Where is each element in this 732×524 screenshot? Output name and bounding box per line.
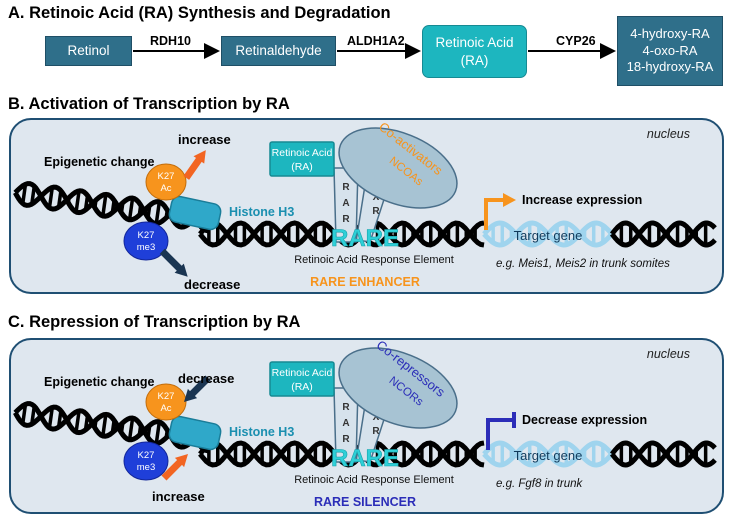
retinoic-acid-abbrev: (RA) [291, 381, 313, 393]
bent-arrow-icon [484, 198, 505, 230]
me3-change-label: decrease [184, 277, 240, 292]
k27ac-mark [145, 383, 187, 421]
rare-label: RARE [331, 445, 399, 472]
dna-helix-right [609, 220, 717, 248]
gene-example-label: e.g. Fgf8 in trunk [496, 478, 584, 490]
blunt-arrow-icon [486, 418, 512, 450]
section-c-title: C. Repression of Transcription by RA [8, 313, 301, 331]
decrease-arrow-icon [159, 248, 188, 277]
rare-caption: Retinoic Acid Response Element [294, 474, 454, 486]
rdh10-label: RDH10 [150, 34, 191, 48]
section-a-title: A. Retinoic Acid (RA) Synthesis and Degr… [8, 4, 391, 22]
target-gene-label: Target gene [514, 448, 583, 463]
histone-h3-cylinder [168, 415, 222, 451]
retinol-box: Retinol [45, 36, 132, 66]
rxr-letter: R [372, 426, 380, 437]
epigenetic-change-label: Epigenetic change [44, 155, 154, 169]
histone-h3-label: Histone H3 [229, 205, 294, 219]
metabolite-2: 4-oxo-RA [642, 42, 698, 58]
coregulator-complex [338, 127, 458, 209]
k27me3-label-1: K27 [138, 230, 155, 241]
element-type-label: RARE ENHANCER [310, 275, 420, 289]
dna-helix-right [609, 440, 717, 468]
ac-change-label: decrease [178, 371, 234, 386]
k27me3-label-2: me3 [137, 462, 155, 473]
increase-arrow-icon [183, 150, 206, 180]
element-type-label: RARE SILENCER [314, 495, 416, 509]
ac-change-label: increase [178, 132, 231, 147]
retinoic-acid-abbrev: (RA) [460, 52, 489, 68]
retinoic-acid-box [269, 141, 335, 177]
k27ac-label-2: Ac [160, 183, 171, 194]
me3-change-label: increase [152, 489, 205, 504]
aldh1a2-label: ALDH1A2 [347, 34, 405, 48]
expression-label: Decrease expression [522, 413, 647, 427]
rar-letter: R [342, 434, 350, 445]
rar-letter: A [342, 198, 349, 209]
rare-caption: Retinoic Acid Response Element [294, 254, 454, 266]
retinaldehyde-box: Retinaldehyde [221, 36, 336, 66]
k27ac-label-2: Ac [160, 403, 171, 414]
retinoic-acid-label: Retinoic Acid [272, 147, 333, 159]
section-a-arrows [133, 43, 616, 59]
rar-letter: R [342, 214, 350, 225]
histone-h3-cylinder [168, 195, 222, 231]
target-gene-label: Target gene [514, 228, 583, 243]
epigenetic-change-label: Epigenetic change [44, 375, 154, 389]
nucleus-label-c: nucleus [646, 347, 690, 361]
rar-letter: A [342, 418, 349, 429]
cyp26-label: CYP26 [556, 34, 596, 48]
rar-letter: R [342, 182, 350, 193]
histone-h3-label: Histone H3 [229, 425, 294, 439]
retinoic-acid-box: Retinoic Acid (RA) [422, 25, 527, 78]
nucleus-label-b: nucleus [646, 127, 690, 141]
rxr-letter: R [372, 206, 380, 217]
k27me3-label-1: K27 [138, 450, 155, 461]
k27ac-label-1: K27 [158, 391, 175, 402]
k27ac-mark [145, 163, 187, 201]
target-gene-helix [482, 440, 614, 468]
decrease-arrow-icon [184, 375, 211, 402]
retinoic-acid-abbrev: (RA) [291, 161, 313, 173]
rxr-letter: X [373, 192, 380, 203]
rare-label: RARE [331, 225, 399, 252]
retinaldehyde-label: Retinaldehyde [235, 43, 322, 59]
increase-arrow-icon [161, 454, 188, 481]
retinol-label: Retinol [67, 43, 110, 59]
retinoic-acid-label: Retinoic Acid [272, 367, 333, 379]
expression-label: Increase expression [522, 193, 642, 207]
retinoic-acid-label: Retinoic Acid [435, 34, 514, 50]
section-b-title: B. Activation of Transcription by RA [8, 95, 290, 113]
gene-example-label: e.g. Meis1, Meis2 in trunk somites [496, 258, 670, 270]
rar-letter: R [342, 402, 350, 413]
bent-arrowhead-icon [503, 193, 516, 207]
k27ac-label-1: K27 [158, 171, 175, 182]
target-gene-helix [482, 220, 614, 248]
metabolite-1: 4-hydroxy-RA [630, 25, 710, 41]
coregulator-complex [338, 347, 458, 429]
k27me3-label-2: me3 [137, 242, 155, 253]
metabolite-3: 18-hydroxy-RA [626, 59, 714, 75]
k27me3-mark [123, 441, 169, 481]
rxr-letter: X [373, 412, 380, 423]
metabolites-box: 4-hydroxy-RA 4-oxo-RA 18-hydroxy-RA [617, 16, 723, 86]
k27me3-mark [123, 221, 169, 261]
retinoic-acid-box [269, 361, 335, 397]
